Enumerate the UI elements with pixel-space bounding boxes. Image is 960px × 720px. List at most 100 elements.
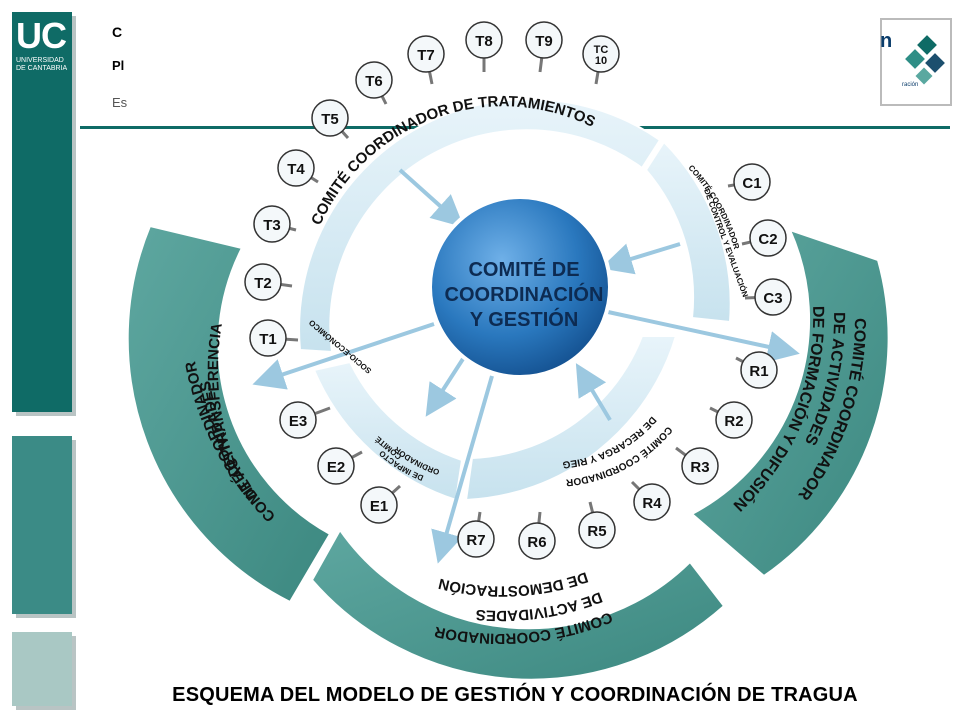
node-label: R6 xyxy=(527,534,546,551)
node-c1: C1 xyxy=(727,163,771,201)
node-label: C2 xyxy=(758,231,777,248)
node-c2: C2 xyxy=(741,219,787,257)
partner-logo-diamonds-icon xyxy=(905,35,945,85)
node-circle xyxy=(749,219,787,257)
demostracion-label-line3: DE DEMOSTRACIÓN xyxy=(437,568,590,599)
node-label: C3 xyxy=(763,290,782,307)
node-label: R5 xyxy=(587,523,606,540)
node-circle xyxy=(249,319,287,357)
node-link-arrow-icon xyxy=(427,70,434,85)
node-circle xyxy=(355,61,393,99)
node-link-arrow-icon xyxy=(594,70,600,85)
header-line1: C xyxy=(112,24,123,40)
node-circle xyxy=(715,401,753,439)
impacto-committee-band xyxy=(312,360,464,502)
node-e2: E2 xyxy=(317,447,363,485)
node-circle xyxy=(465,21,503,59)
node-circle xyxy=(525,21,563,59)
node-label: T5 xyxy=(321,111,339,128)
node-circle xyxy=(633,483,671,521)
node-r5: R5 xyxy=(578,501,616,549)
node-label: TC xyxy=(594,44,609,56)
node-label: T3 xyxy=(263,217,281,234)
node-label: R3 xyxy=(690,459,709,476)
node-t4: T4 xyxy=(277,149,319,187)
node-t9: T9 xyxy=(525,21,563,73)
node-circle xyxy=(681,447,719,485)
center-line2: COORDINACIÓN xyxy=(445,282,604,306)
formacion-committee-band xyxy=(690,228,890,578)
node-circle xyxy=(311,99,349,137)
demostracion-committee-band xyxy=(310,528,726,681)
partner-logo-letter: n xyxy=(880,30,893,52)
recarga-committee-band xyxy=(464,335,678,502)
node-t7: T7 xyxy=(407,35,445,85)
node-r6: R6 xyxy=(518,511,556,560)
university-logo-mark: UC xyxy=(16,15,67,56)
node-label: E2 xyxy=(327,459,345,476)
node-label: T1 xyxy=(259,331,277,348)
node-label: R1 xyxy=(749,363,768,380)
node-label: R2 xyxy=(724,413,743,430)
sidebar-bar-bottom xyxy=(12,632,72,706)
node-r4: R4 xyxy=(630,480,671,521)
logo-line2: DE CANTABRIA xyxy=(16,65,68,72)
tratamientos-committee-band xyxy=(298,98,662,354)
node-label: T8 xyxy=(475,33,493,50)
node-link-arrow-icon xyxy=(538,57,544,73)
node-circle xyxy=(253,205,291,243)
node-t6: T6 xyxy=(355,61,393,105)
node-circle xyxy=(360,486,398,524)
node-circle xyxy=(244,263,282,301)
svg-text:DE DEMOSTRACIÓN: DE DEMOSTRACIÓN xyxy=(437,568,590,599)
node-circle xyxy=(457,520,495,558)
node-circle xyxy=(279,401,317,439)
node-link-arrow-icon xyxy=(284,337,299,342)
node-label: T9 xyxy=(535,33,553,50)
partner-logo xyxy=(880,18,952,106)
diagram-caption: ESQUEMA DEL MODELO DE GESTIÓN Y COORDINA… xyxy=(172,684,858,706)
node-t5: T5 xyxy=(311,99,350,140)
node-c3: C3 xyxy=(744,278,792,316)
node-circle xyxy=(518,522,556,560)
node-label: T7 xyxy=(417,47,435,64)
node-label: T4 xyxy=(287,161,305,178)
node-label: 10 xyxy=(595,55,607,67)
node-label: T2 xyxy=(254,275,272,292)
node-label: R4 xyxy=(642,495,662,512)
node-circle xyxy=(317,447,355,485)
node-circle xyxy=(740,351,778,389)
node-t1: T1 xyxy=(249,319,299,357)
node-r2: R2 xyxy=(709,401,753,439)
node-circle xyxy=(578,511,616,549)
central-committee-circle xyxy=(428,195,612,379)
node-circle xyxy=(733,163,771,201)
node-label: T6 xyxy=(365,73,383,90)
header-line3: Es xyxy=(112,95,128,110)
node-e3: E3 xyxy=(279,401,331,439)
header-line2: Pl xyxy=(112,58,125,73)
sidebar-bar-top xyxy=(12,12,72,412)
node-circle xyxy=(754,278,792,316)
logo-line1: UNIVERSIDAD xyxy=(16,57,64,64)
transferencia-committee-band xyxy=(126,224,332,604)
partner-logo-sub: ración xyxy=(902,82,919,88)
node-label: E1 xyxy=(370,498,388,515)
node-t8: T8 xyxy=(465,21,503,72)
center-line3: Y GESTIÓN xyxy=(470,307,579,331)
node-circle xyxy=(582,35,620,73)
sidebar-bar-middle xyxy=(12,436,72,614)
node-r3: R3 xyxy=(675,446,719,485)
node-circle xyxy=(277,149,315,187)
node-link-arrow-icon xyxy=(315,406,331,415)
control-committee-band xyxy=(644,140,732,324)
node-label: R7 xyxy=(466,532,485,549)
node-r1: R1 xyxy=(735,351,778,389)
node-e1: E1 xyxy=(360,484,402,524)
node-label: C1 xyxy=(742,175,761,192)
university-logo-text: UNIVERSIDAD DE CANTABRIA xyxy=(16,57,67,73)
node-circle xyxy=(407,35,445,73)
node-t2: T2 xyxy=(244,263,293,301)
